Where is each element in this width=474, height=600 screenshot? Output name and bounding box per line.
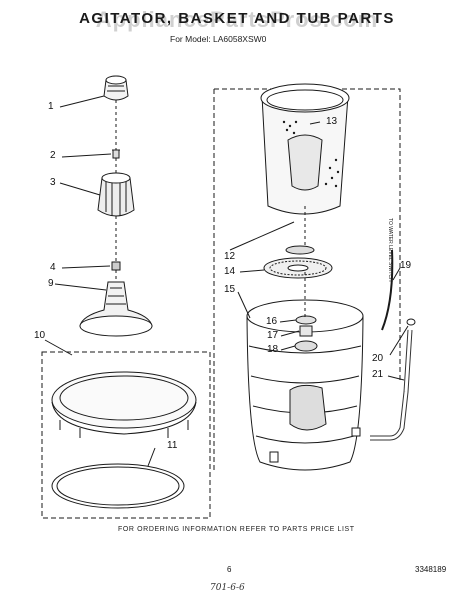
hose-clamp (406, 318, 416, 326)
agitator-barrel (97, 172, 135, 217)
leader-20 (389, 325, 409, 356)
leader-3 (59, 182, 101, 196)
ring-seal (51, 463, 185, 509)
leader-18 (280, 345, 296, 351)
callout-18: 18 (267, 344, 279, 355)
leader-12 (229, 221, 295, 251)
agitator-base (79, 281, 153, 337)
splash-disk (263, 257, 333, 279)
callout-11: 11 (167, 440, 178, 451)
callout-14: 14 (224, 266, 236, 277)
leader-4 (61, 265, 111, 269)
callout-10: 10 (34, 330, 46, 341)
leader-14 (239, 269, 265, 273)
agitator-screw (112, 149, 120, 159)
tub-assembly-frame (213, 88, 401, 470)
agitator-nut (111, 261, 121, 271)
callout-4: 4 (50, 262, 56, 273)
callout-12: 12 (224, 251, 236, 262)
spin-basket (260, 83, 350, 215)
callout-16: 16 (266, 316, 278, 327)
callout-2: 2 (50, 150, 56, 161)
water-level-switch-label: TO WATER LEVEL SWITCH (387, 218, 393, 282)
leader-1 (59, 95, 105, 108)
watermark: AppliancePartsPros.com (95, 7, 379, 32)
leader-13 (309, 121, 321, 125)
leader-16 (279, 319, 297, 323)
leader-11 (147, 447, 156, 467)
page-title: AGITATOR, BASKET AND TUB PARTS (79, 10, 395, 27)
pressure-hose (381, 249, 394, 331)
callout-1: 1 (48, 101, 54, 112)
callout-21: 21 (372, 369, 384, 380)
handwritten-note: 701-6-6 (210, 583, 245, 593)
model-number: For Model: LA6058XSW0 (170, 34, 267, 44)
callout-3: 3 (50, 177, 56, 188)
callout-17: 17 (267, 330, 279, 341)
leader-19 (392, 267, 401, 281)
callout-15: 15 (224, 284, 236, 295)
callout-13: 13 (326, 116, 338, 127)
callout-19: 19 (400, 260, 412, 271)
leader-15 (237, 291, 251, 319)
agitator-cap (103, 75, 129, 101)
callout-9: 9 (48, 278, 54, 289)
leader-9 (54, 283, 107, 291)
document-number: 3348189 (415, 565, 447, 574)
leader-17 (280, 330, 300, 337)
leader-10 (44, 339, 73, 356)
leader-2 (61, 153, 112, 158)
ordering-note: FOR ORDERING INFORMATION REFER TO PARTS … (118, 526, 355, 533)
callout-20: 20 (372, 353, 384, 364)
tub-ring (51, 371, 197, 438)
leader-21 (387, 375, 405, 381)
drive-hub (285, 245, 315, 255)
page-number: 6 (227, 565, 232, 574)
basket-holes (282, 120, 340, 188)
bearing-stack (294, 315, 318, 352)
seal-group-frame (41, 351, 211, 519)
